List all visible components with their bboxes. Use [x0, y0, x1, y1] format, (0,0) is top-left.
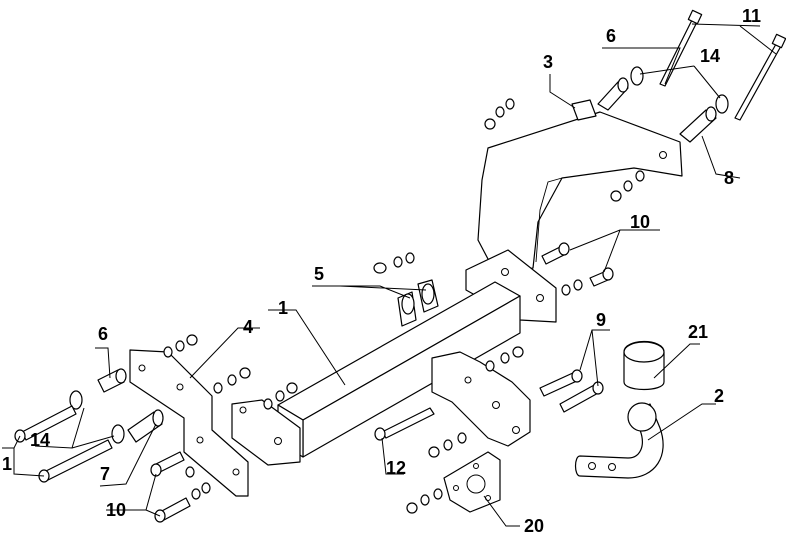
callout-14-left: 14 [30, 430, 50, 450]
callout-21: 21 [688, 322, 708, 342]
callout-3: 3 [543, 52, 553, 72]
socket-plate [443, 451, 501, 513]
callout-2: 2 [714, 386, 724, 406]
tow-ball-neck [574, 402, 664, 479]
right-lower-plate [431, 351, 531, 447]
tow-ball-cap [623, 341, 665, 391]
left-side-plate [231, 399, 301, 466]
callout-1-main: 1 [278, 298, 288, 318]
callout-20: 20 [524, 516, 544, 536]
callout-10-left: 10 [106, 500, 126, 520]
spacer-blocks [397, 279, 439, 327]
callout-5: 5 [314, 264, 324, 284]
callout-8: 8 [724, 168, 734, 188]
callout-6-top: 6 [606, 26, 616, 46]
callout-4: 4 [243, 317, 253, 337]
callout-10-right: 10 [630, 212, 650, 232]
leader-lines [2, 23, 777, 527]
right-mounting-bracket [465, 99, 683, 323]
callout-7: 7 [100, 464, 110, 484]
callout-12: 12 [386, 458, 406, 478]
callout-11: 11 [742, 6, 761, 26]
callout-1-left: 1 [2, 454, 12, 474]
callout-14-top: 14 [700, 46, 720, 66]
hardware-set [14, 9, 786, 523]
callout-labels: 11 6 14 3 8 10 5 1 4 6 9 21 2 14 1 7 10 … [2, 6, 761, 536]
left-bracket [129, 349, 249, 497]
callout-6-left: 6 [98, 324, 108, 344]
callout-9: 9 [596, 310, 606, 330]
